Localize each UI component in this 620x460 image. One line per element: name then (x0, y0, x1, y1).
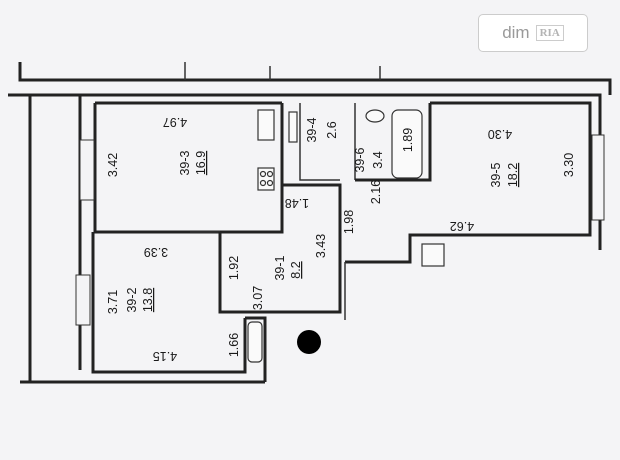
dim-bath-bottom: 2.16 (369, 180, 383, 204)
room-code-39-6: 39-6 (353, 147, 367, 172)
room-code-39-4: 39-4 (305, 117, 319, 142)
room-code-39-3: 39-3 (178, 150, 192, 175)
bathtub-icon (391, 109, 423, 179)
fixtures (247, 109, 445, 363)
dim-room-2-bottom: 4.15 (153, 349, 177, 363)
dim-room-2-height: 3.71 (106, 290, 120, 314)
room-area-39-5: 18.2 (506, 163, 520, 187)
window-left-bottom (75, 274, 91, 326)
room-area-39-1: 8.2 (289, 261, 303, 278)
dim-hall-top: 1.48 (285, 196, 309, 210)
room-area-39-2: 13.8 (141, 288, 155, 312)
dim-hall-side: 1.98 (342, 210, 356, 234)
stove-icon (257, 167, 275, 191)
dim-room-1-bottom: 3.07 (251, 286, 265, 310)
sink-icon (421, 243, 445, 267)
window-right (591, 134, 605, 221)
burner-icon (266, 170, 274, 178)
room-code-39-5: 39-5 (489, 162, 503, 187)
dim-left-room-height: 3.42 (106, 153, 120, 177)
room-code-39-1: 39-1 (273, 255, 287, 280)
dim-corridor-height: 1.92 (227, 256, 241, 280)
watermark-brand-left: dim (502, 23, 530, 42)
dim-top-left-width: 4.97 (163, 115, 187, 129)
room-code-39-2: 39-2 (125, 287, 139, 312)
kitchen-cabinet-icon (257, 109, 275, 141)
dim-toilet-width: 1.66 (227, 333, 241, 357)
burner-icon (266, 179, 274, 187)
dim-right-room-width: 4.30 (488, 127, 512, 141)
dim-right-room-bottom: 4.62 (450, 219, 474, 233)
room-labels: 39-3 16.9 39-4 39-6 39-5 18.2 39-1 8.2 3… (125, 117, 520, 312)
burner-icon (259, 179, 267, 187)
dim-room-1-top: 3.39 (144, 245, 168, 259)
toilet-icon (247, 321, 263, 363)
dim-ria-watermark: dim RIA (478, 14, 588, 52)
dim-storage-height: 2.6 (325, 121, 339, 138)
windows (75, 134, 605, 326)
redaction-dot (297, 330, 321, 354)
watermark-brand-right: RIA (535, 25, 564, 41)
dim-bath-width: 1.89 (401, 128, 415, 152)
dim-room-1-height: 3.43 (314, 234, 328, 258)
interior-walls (91, 101, 592, 382)
dim-bath-inner: 3.4 (371, 151, 385, 168)
washbasin-icon (365, 109, 385, 123)
wardrobe-icon (288, 111, 298, 143)
dimension-labels: 4.97 3.42 1.48 1.98 3.39 1.92 3.43 3.07 … (106, 115, 576, 363)
window-left-top (79, 139, 95, 201)
room-area-39-3: 16.9 (194, 151, 208, 175)
dim-right-room-height: 3.30 (562, 153, 576, 177)
burner-icon (259, 170, 267, 178)
